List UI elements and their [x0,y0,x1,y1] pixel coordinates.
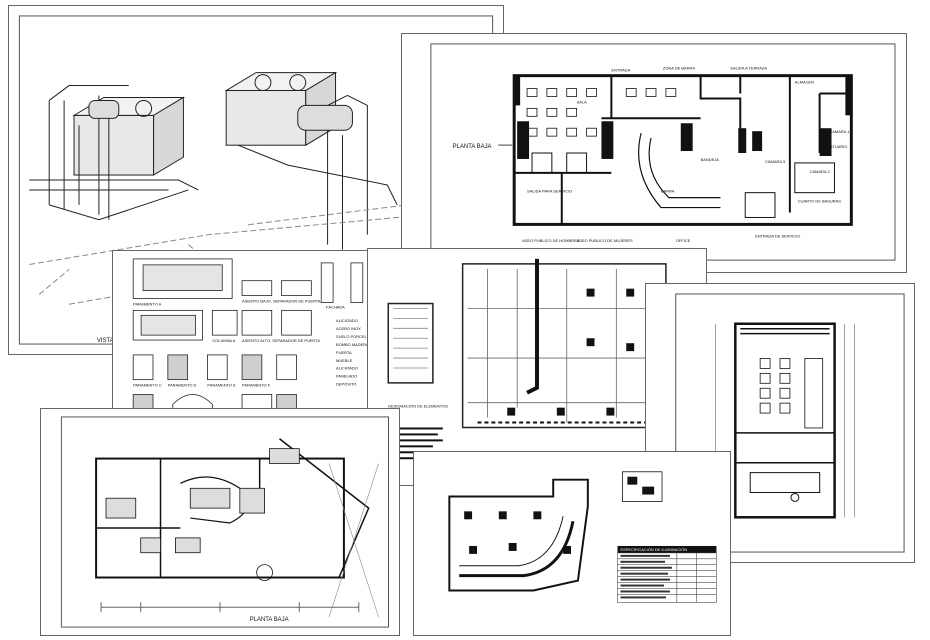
room-label: VESTUARIO [825,144,848,149]
narrow-plan-drawing [675,293,905,553]
room-label: CAMARA 2 [810,169,830,174]
room-label: ENTRADA [611,68,630,73]
table-header [617,545,717,553]
detail-caption: PARAMENTO D [168,383,197,388]
legend-item: PUERTA [336,350,352,355]
view-label: VISTA [97,338,114,344]
detail-caption: COLUMNA A [212,338,235,343]
detail-caption: PARAMENTO E [207,383,236,388]
legend-item: ACERO INOX [336,326,361,331]
room-label: CUARTO DE BASURAS [798,199,841,204]
detail-caption: ASIENTO BAJO, SEPARADOR DE PUERTA [242,298,321,303]
ground-floor-plan-sheet: PLANTA BAJA SALA ALMACEN CAMARA 1 CAMARA… [401,33,907,273]
details-drawing: PARAMENTO A ASIENTO BAJO, SEPARADOR DE P… [132,258,379,433]
detail-caption: PARAMENTO A [133,301,161,306]
room-label: OFFICE [676,238,691,243]
room-label: BARRA [661,189,675,194]
room-label: SALIDA PARA SERVICIO [527,189,572,194]
room-label: ASEO PUBLICO DE HOMBRES [522,238,579,243]
legend-item: BOMBO MADERA [336,342,369,347]
plan-title: PLANTA BAJA [250,617,289,623]
detail-caption: ASIENTO ALTO, SEPARADOR DE PUERTA [242,338,320,343]
legend-item: PANELADO [336,374,357,379]
furnished-plan-sheet: PLANTA BAJA [40,408,400,636]
ceiling-plan-sheet: ESPECIFICACIÓN DE ILUMINACIÓN [413,451,731,636]
floor-plan-drawing: PLANTA BAJA SALA ALMACEN CAMARA 1 CAMARA… [430,43,896,261]
room-label: ZONA DE BARRA [663,66,695,71]
detail-caption: FACHADA [326,304,345,309]
room-label: ASEO PUBLICO DE MUJERES [577,238,633,243]
detail-caption: PARAMENTO F [242,383,271,388]
legend-item: DEPÓSITO [336,382,356,387]
table-title: ESPECIFICACIÓN DE ILUMINACIÓN [620,547,687,552]
material-legend: ALICATADO ACERO INOX SUELO PORCELANICO B… [336,318,379,386]
ceiling-plan-drawing: ESPECIFICACIÓN DE ILUMINACIÓN [448,471,717,603]
room-label: BANDEJA [701,157,720,162]
room-label: SALIDA A TERRAZA [730,66,767,71]
room-label: CAMARA 1 [830,129,850,134]
legend-item: SUELO PORCELANICO [336,334,379,339]
furnished-plan-drawing: PLANTA BAJA [60,416,390,628]
room-label: SALA [577,99,587,104]
room-label: ENTRADA DE SERVICIO [755,233,800,238]
detail-caption: PARAMENTO C [133,383,162,388]
room-label: CAMARA 3 [765,159,786,164]
isometric-drawing: VISTA [18,15,494,345]
room-labels: SALA ALMACEN CAMARA 1 CAMARA 2 CAMARA 3 … [522,66,849,244]
plan-title: PLANTA BAJA [453,144,492,150]
legend-item: ALICATADO [336,318,358,323]
legend-title: DESIGNACIÓN DE ELEMENTOS [388,404,448,409]
legend-item: ALICATADO [336,366,358,371]
room-label: ALMACEN [795,80,814,85]
legend-item: MUEBLE [336,358,353,363]
